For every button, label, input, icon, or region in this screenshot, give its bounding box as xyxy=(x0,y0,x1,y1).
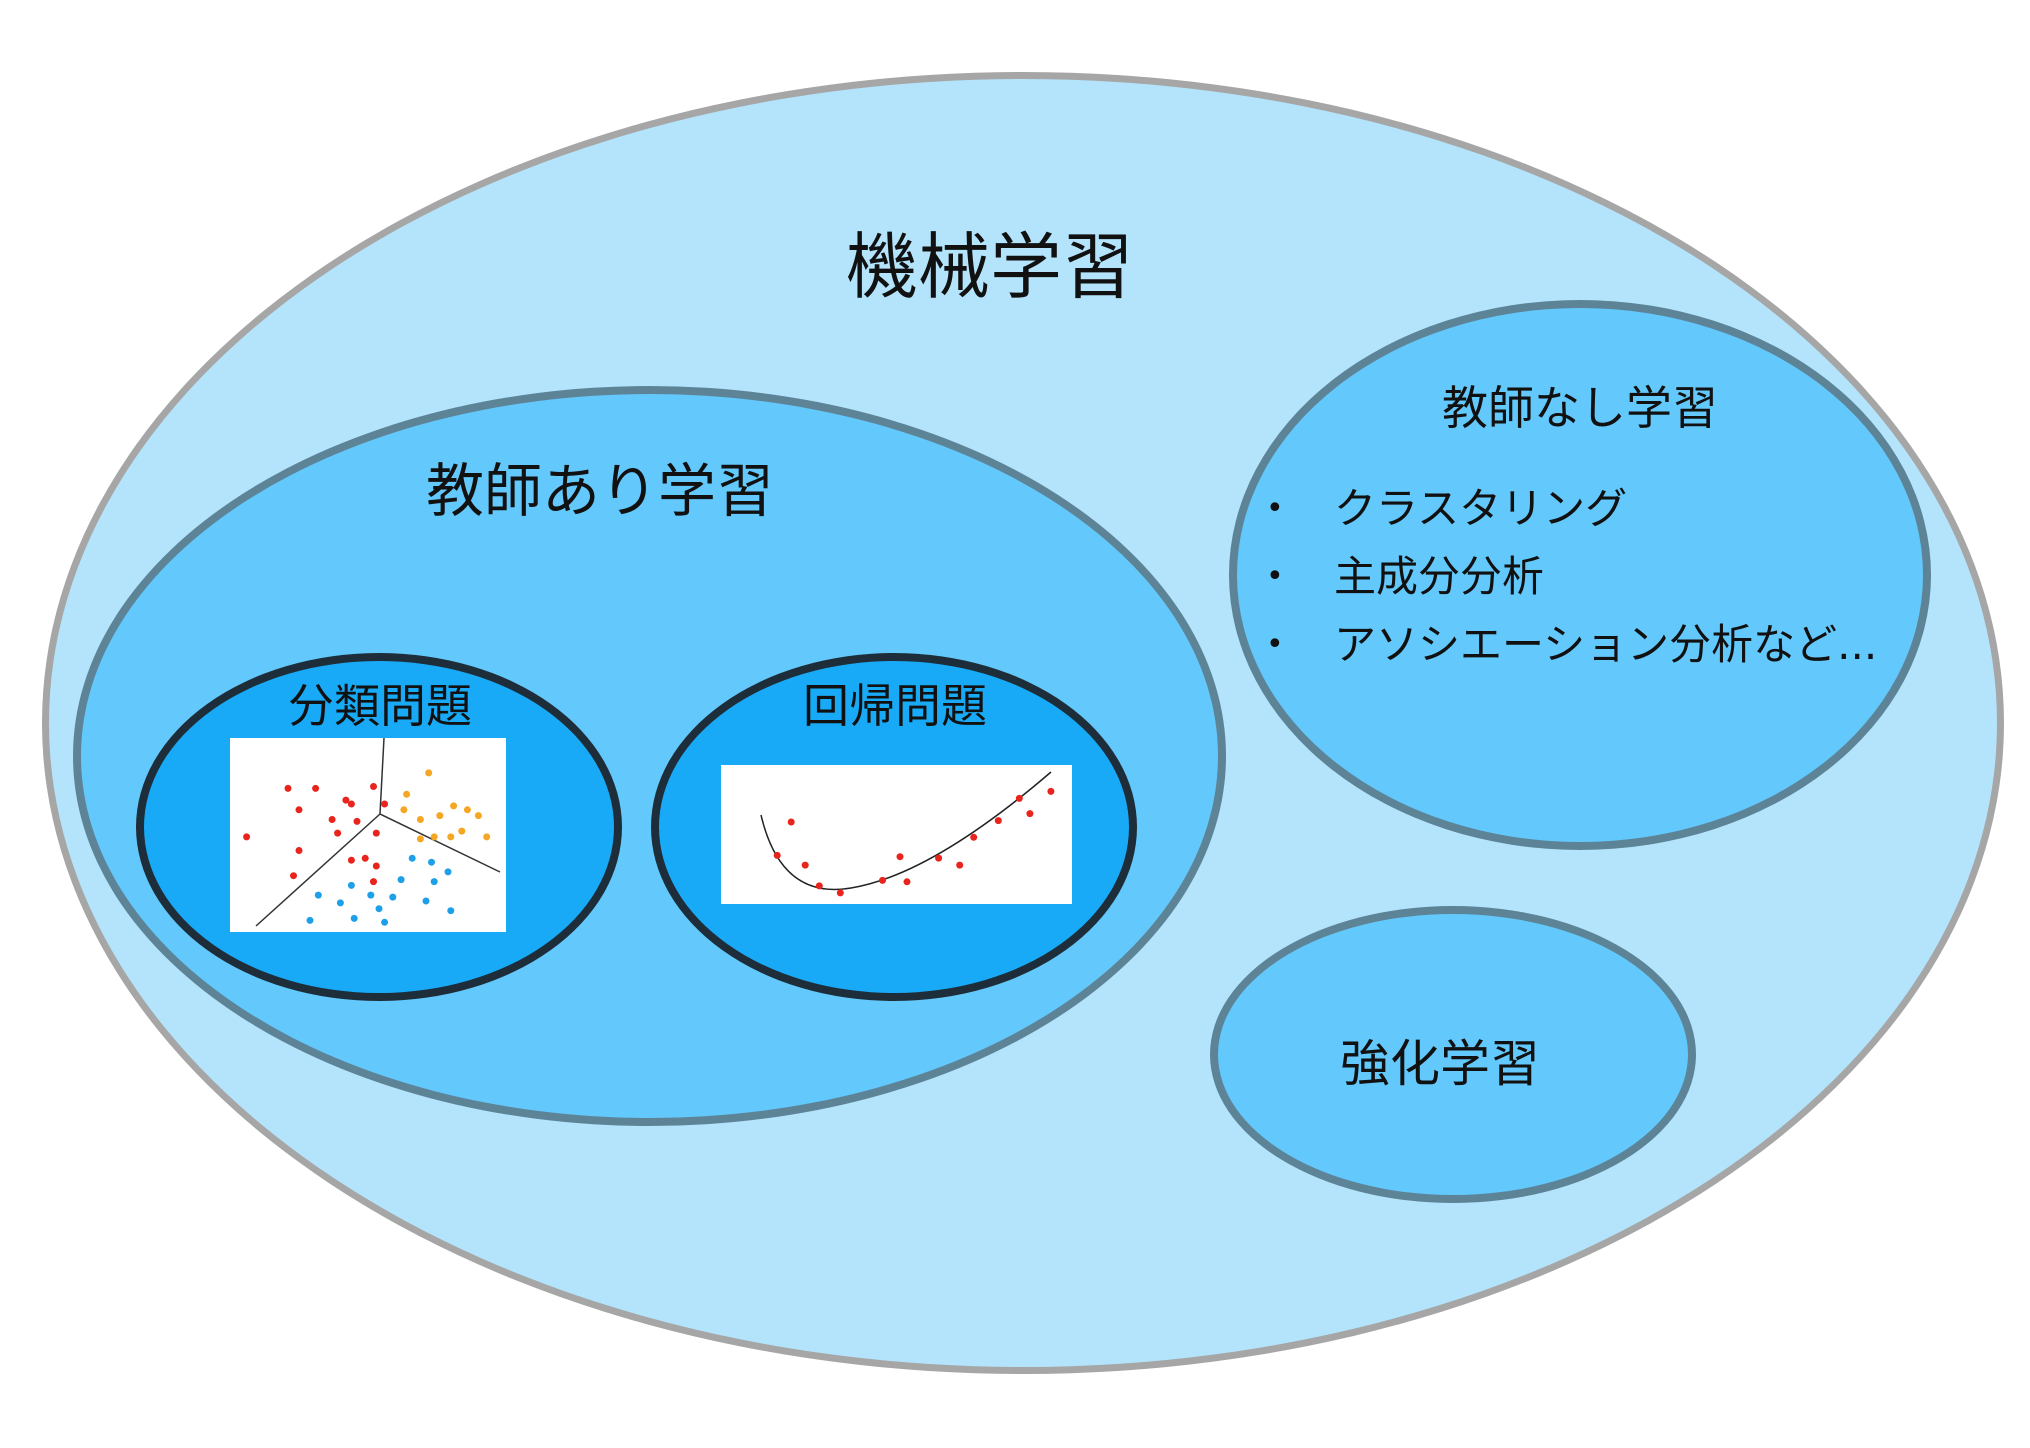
scatter-point-red xyxy=(295,847,303,854)
unsupervised-learning-label: 教師なし学習 xyxy=(1442,381,1718,435)
regression-point xyxy=(773,851,781,859)
scatter-point-red xyxy=(347,856,355,864)
decision-boundary-line xyxy=(379,813,501,873)
regression-scatter-svg xyxy=(760,771,1055,897)
regression-point xyxy=(879,876,886,884)
scatter-point-blue xyxy=(389,893,397,901)
scatter-point-blue xyxy=(430,878,438,886)
list-item-text: 主成分分析 xyxy=(1334,552,1545,601)
scatter-point-orange xyxy=(425,769,433,777)
scatter-point-orange xyxy=(450,802,458,810)
scatter-point-orange xyxy=(400,806,408,814)
regression-point xyxy=(1015,794,1023,802)
regression-point xyxy=(1026,810,1034,818)
regression-curve xyxy=(760,771,1052,891)
scatter-point-orange xyxy=(463,806,471,814)
regression-point xyxy=(903,878,911,886)
bullet-icon: • xyxy=(1266,491,1284,526)
list-item: • クラスタリング xyxy=(1266,475,1916,543)
scatter-point-red xyxy=(370,783,377,790)
scatter-point-blue xyxy=(397,876,405,884)
scatter-point-blue xyxy=(336,899,344,907)
scatter-point-orange xyxy=(416,816,424,823)
scatter-point-blue xyxy=(347,881,355,889)
scatter-point-blue xyxy=(422,897,430,905)
list-item: • アソシエーション分析など... xyxy=(1266,611,1916,679)
scatter-point-blue xyxy=(350,914,358,922)
reinforcement-learning-label: 強化学習 xyxy=(1340,1035,1540,1093)
unsupervised-methods-list: • クラスタリング • 主成分分析 • アソシエーション分析など... xyxy=(1266,475,1916,679)
scatter-point-red xyxy=(312,784,320,792)
scatter-point-orange xyxy=(474,812,482,820)
scatter-point-blue xyxy=(408,854,416,862)
scatter-point-red xyxy=(381,800,389,808)
scatter-point-orange xyxy=(403,790,411,798)
regression-point xyxy=(836,889,844,897)
regression-point xyxy=(801,861,809,869)
classification-label: 分類問題 xyxy=(288,679,472,733)
scatter-point-red xyxy=(334,829,342,837)
scatter-point-red xyxy=(372,862,380,870)
scatter-point-blue xyxy=(428,858,435,866)
reinforcement-learning-ellipse xyxy=(1210,906,1696,1203)
scatter-point-red xyxy=(361,854,369,862)
regression-point xyxy=(1047,787,1055,795)
classification-scatter-svg xyxy=(243,738,501,927)
regression-point xyxy=(994,817,1002,825)
regression-scatter-illustration xyxy=(721,765,1072,904)
supervised-learning-label: 教師あり学習 xyxy=(425,457,774,525)
scatter-point-red xyxy=(328,816,336,823)
regression-point xyxy=(956,861,964,869)
scatter-point-red xyxy=(370,878,377,886)
bullet-icon: • xyxy=(1266,559,1284,594)
scatter-point-blue xyxy=(444,868,452,876)
scatter-point-orange xyxy=(436,812,444,820)
scatter-point-red xyxy=(342,796,350,804)
regression-point xyxy=(815,882,823,890)
scatter-point-red xyxy=(243,833,251,841)
regression-label: 回帰問題 xyxy=(803,679,987,733)
regression-point xyxy=(935,854,943,862)
scatter-point-red xyxy=(290,872,297,880)
scatter-point-red xyxy=(372,829,380,837)
unsupervised-learning-ellipse xyxy=(1229,300,1931,850)
decision-boundary-line xyxy=(379,738,385,815)
scatter-point-orange xyxy=(447,833,455,841)
scatter-point-orange xyxy=(416,835,424,843)
scatter-point-red xyxy=(353,817,361,825)
scatter-point-blue xyxy=(375,905,383,913)
scatter-point-blue xyxy=(447,907,455,915)
list-item-text: クラスタリング xyxy=(1334,484,1628,533)
scatter-point-red xyxy=(295,806,303,814)
scatter-point-orange xyxy=(483,833,491,841)
regression-point xyxy=(970,833,978,841)
list-item-text: アソシエーション分析など... xyxy=(1334,620,1878,669)
scatter-point-blue xyxy=(314,891,322,899)
bullet-icon: • xyxy=(1266,627,1284,662)
decision-boundary-line xyxy=(255,813,381,927)
machine-learning-title: 機械学習 xyxy=(845,225,1134,309)
classification-scatter-illustration xyxy=(230,738,506,932)
scatter-point-orange xyxy=(458,827,466,835)
scatter-point-red xyxy=(347,800,355,808)
scatter-point-red xyxy=(284,784,292,792)
scatter-point-orange xyxy=(430,833,438,841)
regression-point xyxy=(787,818,795,826)
list-item: • 主成分分析 xyxy=(1266,543,1916,611)
scatter-point-blue xyxy=(306,916,314,924)
regression-point xyxy=(896,853,904,861)
scatter-point-blue xyxy=(381,918,389,926)
scatter-point-blue xyxy=(367,891,375,899)
